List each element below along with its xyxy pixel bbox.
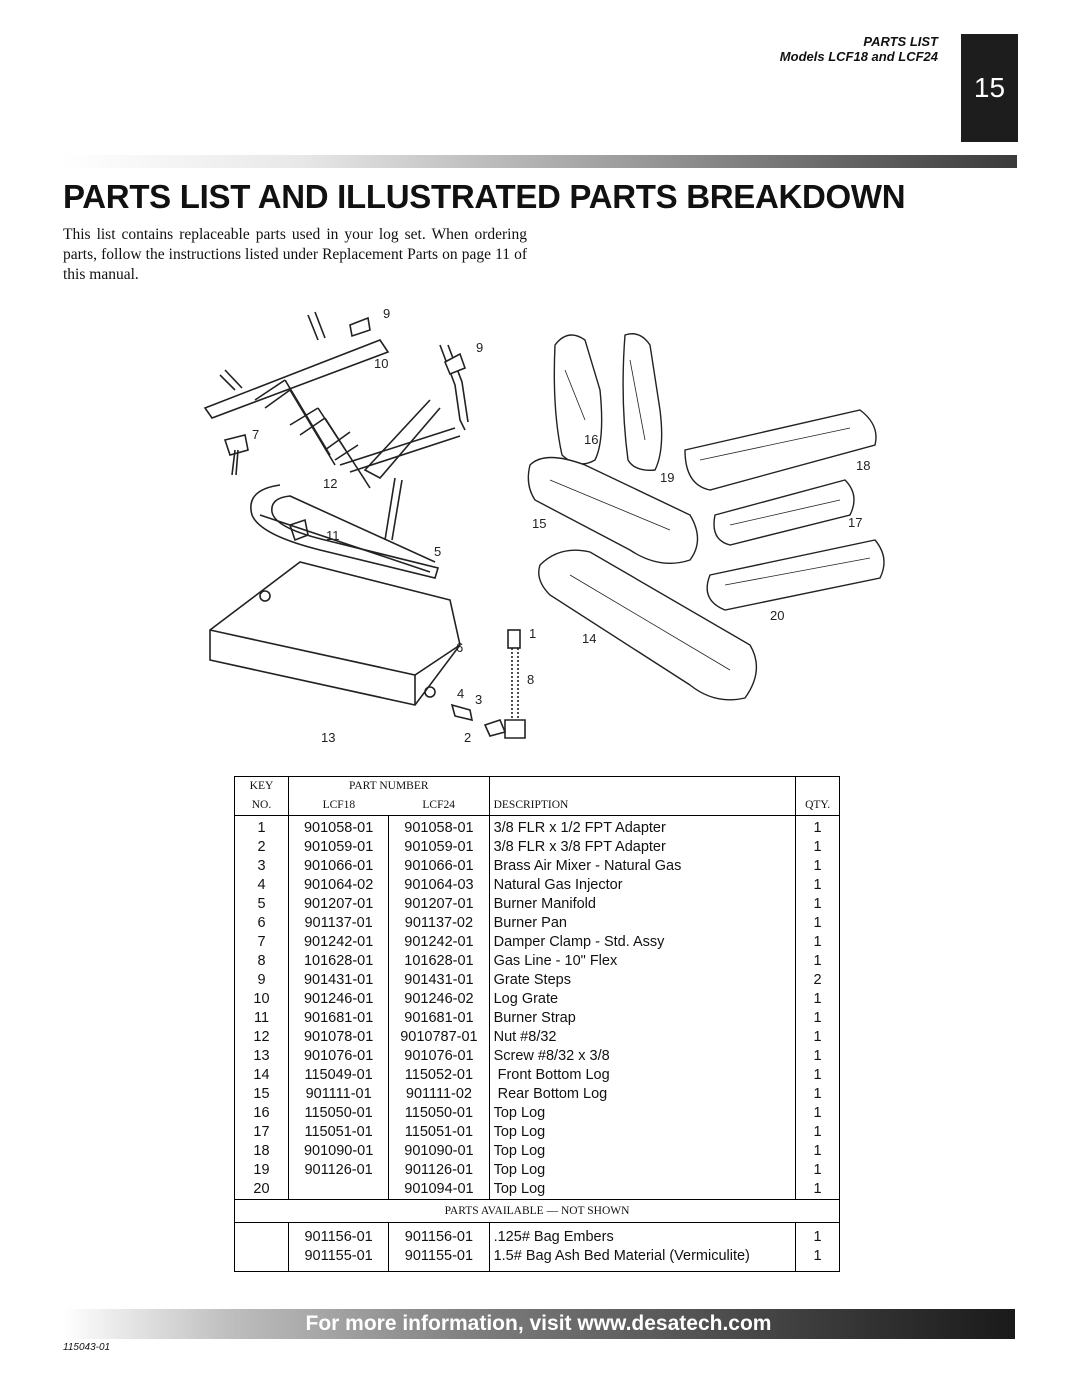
callout-1: 1 [529, 626, 536, 641]
callout-2: 2 [464, 730, 471, 745]
document-number: 115043-01 [63, 1342, 111, 1353]
callout-19: 19 [660, 470, 674, 485]
callout-9a: 9 [383, 306, 390, 321]
gas-fittings [450, 629, 526, 739]
burner-manifold [250, 484, 440, 579]
callout-16: 16 [584, 432, 598, 447]
header-rule [62, 155, 1017, 168]
section-header: PARTS LIST Models LCF18 and LCF24 [780, 34, 938, 64]
callout-20: 20 [770, 608, 784, 623]
not-shown-heading: PARTS AVAILABLE — NOT SHOWN [234, 1199, 840, 1223]
callout-6: 6 [456, 640, 463, 655]
logs [527, 333, 885, 701]
col-qty-header: QTY. [795, 796, 840, 816]
callout-5: 5 [434, 544, 441, 559]
intro-paragraph: This list contains replaceable parts use… [63, 226, 527, 283]
callout-10: 10 [374, 356, 388, 371]
col-lcf24-header: LCF24 [388, 796, 490, 816]
log-grate [203, 311, 469, 541]
section-title: PARTS LIST [863, 34, 938, 49]
footer-text: For more information, visit www.desatech… [305, 1312, 772, 1335]
parts-breakdown-diagram: 9 9 10 7 12 11 5 6 4 3 13 2 1 8 16 19 18… [203, 306, 885, 745]
col-no-header: NO. [234, 796, 289, 816]
footer-banner: For more information, visit www.desatech… [62, 1309, 1015, 1339]
callout-9b: 9 [476, 340, 483, 355]
col-description-header: DESCRIPTION [488, 796, 797, 816]
models-subtitle: Models LCF18 and LCF24 [779, 49, 938, 64]
callout-15: 15 [532, 516, 546, 531]
callout-17: 17 [848, 515, 862, 530]
callout-13: 13 [321, 730, 335, 745]
callout-8: 8 [527, 672, 534, 687]
callout-7: 7 [252, 427, 259, 442]
callout-18: 18 [856, 458, 870, 473]
page-number: 15 [961, 34, 1018, 142]
page-title: PARTS LIST AND ILLUSTRATED PARTS BREAKDO… [63, 178, 906, 215]
grate-steps [349, 316, 467, 376]
col-key-header: KEY [234, 776, 289, 796]
callout-3: 3 [475, 692, 482, 707]
callout-labels: 9 9 10 7 12 11 5 6 4 3 13 2 1 8 16 19 18… [252, 306, 870, 745]
callout-12: 12 [323, 476, 337, 491]
burner-pan [209, 561, 461, 706]
damper-clamp [223, 434, 249, 476]
parts-table: KEY PART NUMBER NO. LCF18 LCF24 DESCRIPT… [234, 776, 840, 1272]
callout-4: 4 [457, 686, 464, 701]
callout-14: 14 [582, 631, 596, 646]
col-part-number-header: PART NUMBER [287, 776, 490, 796]
col-lcf18-header: LCF18 [287, 796, 389, 816]
callout-11: 11 [326, 528, 340, 543]
